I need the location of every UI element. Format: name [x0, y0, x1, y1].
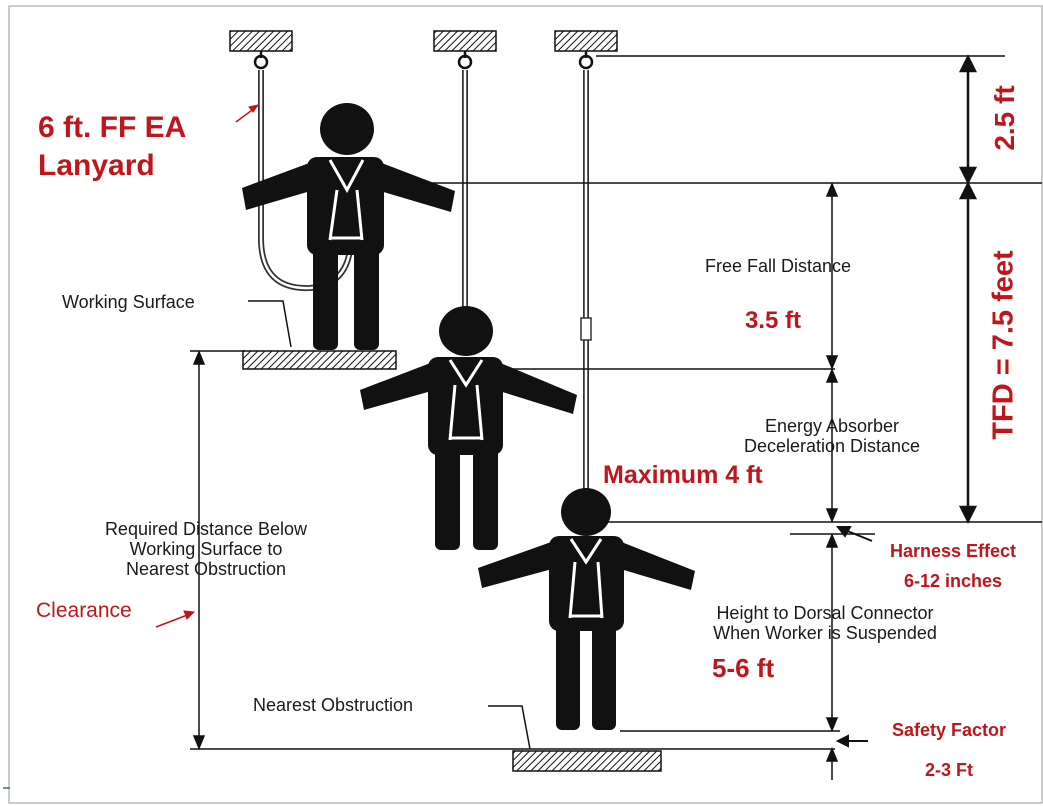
required-distance-line-2: Working Surface to — [129, 539, 283, 559]
worker-figure-2 — [360, 306, 577, 550]
free-fall-distance-label: Free Fall Distance — [705, 256, 852, 276]
ceiling-anchor-2 — [433, 30, 497, 52]
anchor-distance-label: 2.5 ft — [989, 85, 1020, 151]
obstruction-platform — [512, 750, 662, 772]
safety-factor-line-1: Safety Factor — [891, 720, 1007, 740]
free-fall-value: 3.5 ft — [745, 307, 802, 334]
nearest-obstruction-label: Nearest Obstruction — [253, 695, 414, 715]
clearance-label: Clearance — [36, 599, 132, 622]
safety-factor-line-2: 2-3 Ft — [924, 760, 973, 780]
dimension-arrows — [192, 182, 839, 780]
harness-effect-label: Harness Effect 6-12 inches — [872, 536, 1034, 596]
required-distance-label: Required Distance Below Working Surface … — [56, 519, 356, 579]
lanyard-label: 6 ft. FF EA Lanyard — [38, 109, 186, 185]
maximum-deceleration-value: Maximum 4 ft — [603, 461, 763, 489]
worker-figure-1 — [242, 103, 455, 350]
safety-factor-label: Safety Factor 2-3 Ft — [868, 710, 1030, 790]
lanyard-label-line-2: Lanyard — [38, 149, 155, 182]
leader-lines — [248, 300, 531, 750]
dorsal-height-line-2: When Worker is Suspended — [713, 623, 937, 643]
working-surface-label: Working Surface — [62, 292, 195, 312]
required-distance-line-3: Nearest Obstruction — [125, 559, 287, 579]
safety-factor-pointer — [835, 734, 868, 748]
worker-figure-3 — [478, 488, 695, 730]
clearance-pointer-arrow — [155, 610, 196, 628]
harness-effect-line-1: Harness Effect — [889, 541, 1017, 561]
total-fall-distance-label: TFD = 7.5 feet — [987, 250, 1020, 440]
energy-absorber-line-2: Deceleration Distance — [743, 436, 921, 456]
lanyards — [258, 70, 592, 495]
dorsal-height-label: Height to Dorsal Connector When Worker i… — [655, 603, 995, 643]
lanyard-label-line-1: 6 ft. FF EA — [38, 111, 187, 144]
ceiling-anchor-3 — [554, 30, 618, 52]
harness-effect-pointer — [835, 526, 873, 542]
energy-absorber-line-1: Energy Absorber — [764, 416, 900, 436]
working-surface-platform — [242, 350, 397, 370]
ceiling-anchor-1 — [229, 30, 293, 52]
anchor-hooks — [253, 51, 594, 70]
total-fall-dimensions — [958, 54, 978, 524]
lanyard-pointer-arrow — [235, 104, 260, 123]
required-distance-line-1: Required Distance Below — [104, 519, 308, 539]
reference-lines — [190, 55, 1042, 750]
dorsal-height-value: 5-6 ft — [712, 653, 775, 683]
frame-border — [8, 5, 1043, 804]
energy-absorber-label: Energy Absorber Deceleration Distance — [700, 416, 964, 456]
dorsal-height-line-1: Height to Dorsal Connector — [716, 603, 934, 623]
harness-effect-line-2: 6-12 inches — [903, 571, 1003, 591]
